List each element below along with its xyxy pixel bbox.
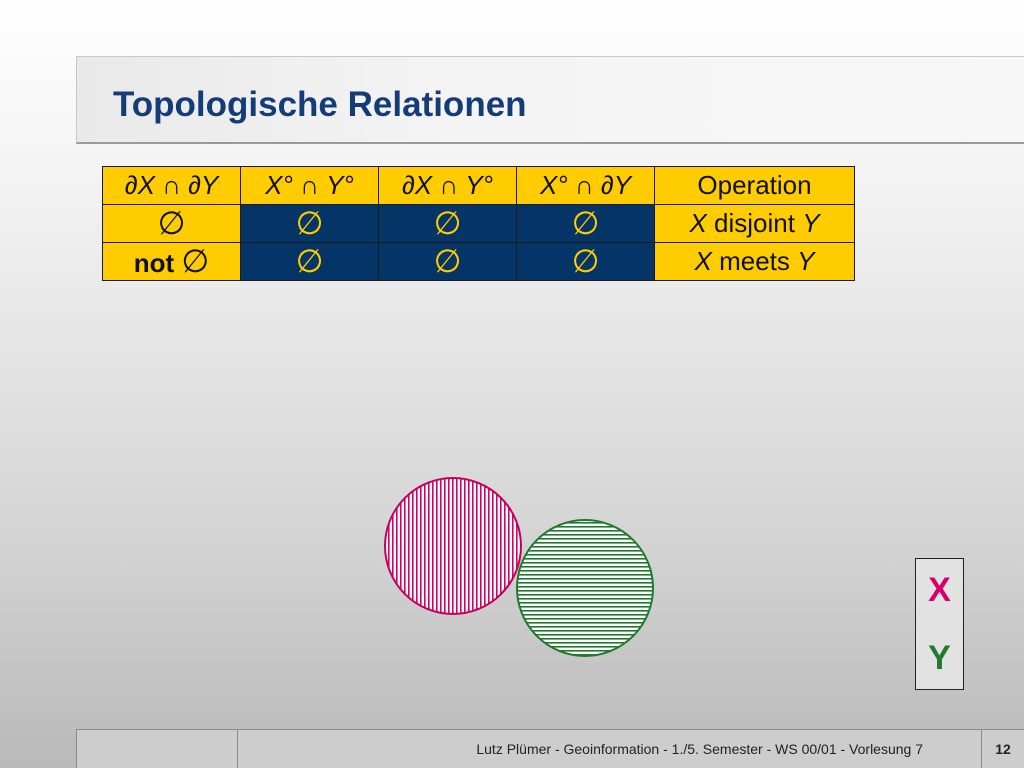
title-bar: Topologische Relationen	[76, 56, 1024, 144]
operation-disjoint: X disjoint Y	[654, 204, 855, 243]
header-boundary-interior: ∂X ∩ Y°	[378, 166, 517, 205]
legend-y-label: Y	[928, 639, 951, 677]
table-row: not ∅ ∅ ∅ ∅ X meets Y	[102, 242, 855, 281]
circle-x	[384, 477, 522, 615]
table-row: ∅ ∅ ∅ ∅ X disjoint Y	[102, 204, 855, 243]
header-boundary-boundary: ∂X ∩ ∂Y	[102, 166, 241, 205]
legend-box: X Y	[915, 558, 964, 690]
empty-set-cell: ∅	[240, 242, 379, 281]
empty-set-cell: ∅	[516, 204, 655, 243]
page-number: 12	[995, 741, 1011, 757]
header-operation: Operation	[654, 166, 855, 205]
footer-bar: Lutz Plümer - Geoinformation - 1./5. Sem…	[76, 729, 1024, 768]
empty-set-cell: ∅	[378, 204, 517, 243]
header-interior-boundary: X° ∩ ∂Y	[516, 166, 655, 205]
table-header-row: ∂X ∩ ∂Y X° ∩ Y° ∂X ∩ Y° X° ∩ ∂Y Operatio…	[102, 166, 855, 205]
topology-table: ∂X ∩ ∂Y X° ∩ Y° ∂X ∩ Y° X° ∩ ∂Y Operatio…	[102, 166, 855, 281]
empty-set-cell: ∅	[240, 204, 379, 243]
footer-blank-cell	[76, 730, 238, 768]
slide-title: Topologische Relationen	[113, 85, 527, 124]
not-empty-cell: not ∅	[102, 242, 241, 281]
meets-diagram	[384, 477, 654, 657]
operation-meets: X meets Y	[654, 242, 855, 281]
legend-x-label: X	[928, 571, 951, 609]
circle-y	[516, 519, 654, 657]
empty-set-cell: ∅	[378, 242, 517, 281]
empty-set-cell: ∅	[516, 242, 655, 281]
header-interior-interior: X° ∩ Y°	[240, 166, 379, 205]
footer-credit: Lutz Plümer - Geoinformation - 1./5. Sem…	[238, 730, 982, 768]
empty-set-cell: ∅	[102, 204, 241, 243]
